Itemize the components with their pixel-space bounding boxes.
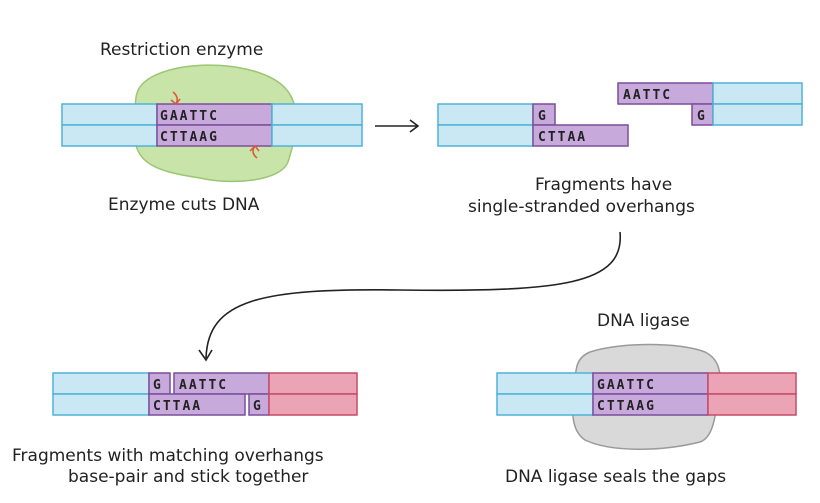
sequence-right-top-aattc: AATTC [623, 88, 672, 103]
right-fragment-bottom-blue [712, 103, 803, 126]
sequence-bottom-cttaag: CTTAAG [160, 130, 219, 145]
sequence-annealed-bottom-g: G [253, 399, 263, 414]
dna-bottom-strand-left [61, 124, 158, 147]
sequence-annealed-bottom-cttaa: CTTAA [153, 399, 202, 414]
cut-arrow-top-icon [170, 91, 181, 106]
panel-fragments: G CTTAA AATTC G Fragments have single-st… [437, 82, 803, 217]
sequence-left-top-g: G [538, 109, 548, 124]
sealed-bottom-pink [707, 393, 797, 416]
label-restriction-enzyme: Restriction enzyme [100, 40, 263, 60]
sequence-left-bottom-cttaa: CTTAA [538, 130, 587, 145]
sequence-right-bottom-g: G [697, 109, 707, 124]
caption-matching-line2: base-pair and stick together [68, 467, 308, 487]
panel-ligase: GAATTC CTTAAG DNA ligase DNA ligase seal… [496, 311, 797, 487]
dna-bottom-strand-right [271, 124, 363, 147]
sealed-top-pink [707, 372, 797, 395]
annealed-top-blue [52, 372, 150, 395]
sequence-annealed-top-g: G [153, 378, 163, 393]
caption-enzyme-cuts: Enzyme cuts DNA [108, 195, 260, 215]
left-fragment-bottom-cttaa [532, 124, 629, 147]
curved-arrow-icon [205, 231, 621, 359]
dna-top-strand-left [61, 103, 158, 126]
caption-fragments-line1: Fragments have [535, 175, 672, 195]
right-fragment-top-blue [712, 82, 803, 105]
left-fragment-bottom-blue [437, 124, 534, 147]
cut-arrow-bottom-icon [249, 144, 260, 159]
annealed-bottom-blue [52, 393, 150, 416]
sealed-top-blue [496, 372, 594, 395]
curved-arrow-head-icon [198, 349, 213, 362]
caption-matching-line1: Fragments with matching overhangs [12, 446, 324, 466]
sequence-top-gaattc: GAATTC [160, 109, 219, 124]
sequence-sealed-top: GAATTC [597, 378, 656, 393]
sequence-sealed-bottom: CTTAAG [597, 399, 656, 414]
annealed-bottom-pink [268, 393, 358, 416]
dna-top-strand-right [271, 103, 363, 126]
arrow-right-icon [375, 119, 420, 133]
left-fragment-top-blue [437, 103, 534, 126]
annealed-bottom-cttaa [148, 393, 246, 416]
sealed-bottom-blue [496, 393, 594, 416]
panel-annealed: G AATTC CTTAA G Fragments with matching … [12, 372, 358, 487]
caption-fragments-line2: single-stranded overhangs [468, 197, 695, 217]
label-dna-ligase: DNA ligase [597, 311, 690, 331]
annealed-top-pink [268, 372, 358, 395]
sequence-annealed-top-aattc: AATTC [179, 378, 228, 393]
panel-enzyme-cuts: GAATTC CTTAAG Restriction enzyme Enzyme … [61, 40, 363, 215]
caption-ligase-seals: DNA ligase seals the gaps [505, 467, 726, 487]
